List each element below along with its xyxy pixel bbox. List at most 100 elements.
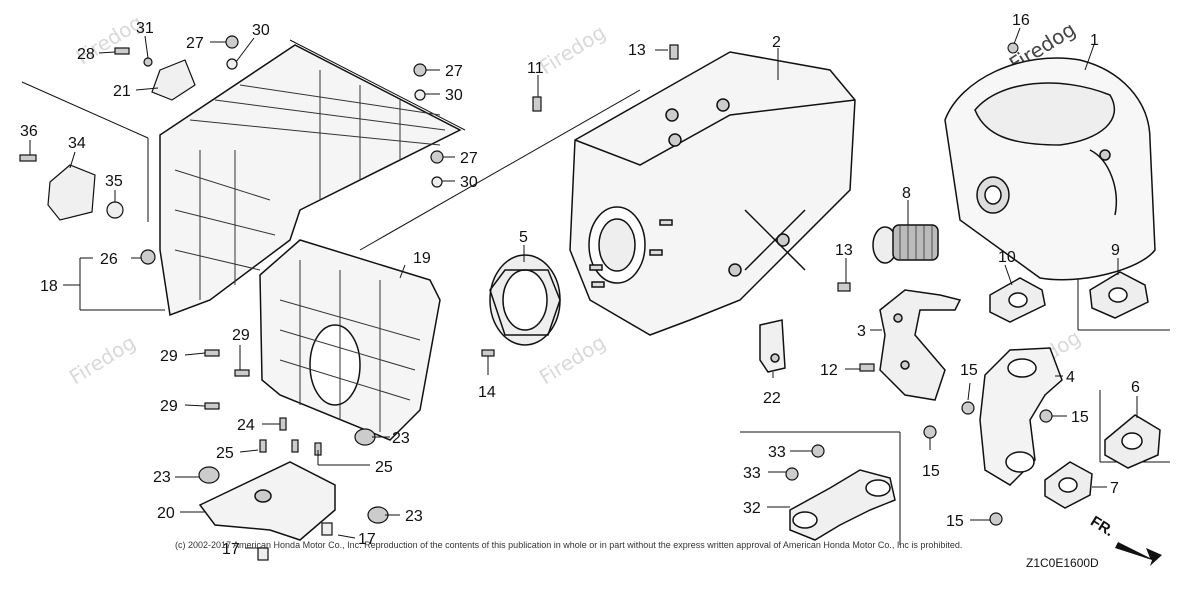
watermark: Firedog (65, 330, 140, 389)
collar-part-17 (257, 547, 269, 561)
watermark: Firedog (535, 330, 610, 389)
callout-27: 27 (186, 35, 204, 52)
washer-part-30 (226, 58, 238, 70)
nut-part-15 (961, 401, 975, 415)
hardware (19, 35, 1053, 561)
bolt-part-28 (114, 47, 130, 55)
callout-25: 25 (216, 445, 234, 462)
callout-29: 29 (232, 327, 250, 344)
callout-15: 15 (1071, 409, 1089, 426)
leader-lines (29, 27, 1138, 549)
bolt-part-36 (19, 154, 37, 162)
diagram-code: Z1C0E1600D (1026, 556, 1099, 570)
callout-27: 27 (445, 63, 463, 80)
callout-11: 11 (527, 60, 544, 77)
grommet-part-35 (106, 201, 124, 219)
nut-part-27 (225, 35, 239, 49)
washer-part-30 (414, 89, 426, 101)
callout-19: 19 (413, 250, 431, 267)
callout-30: 30 (445, 87, 463, 104)
nut-part-15 (1039, 409, 1053, 423)
callout-15: 15 (960, 362, 978, 379)
callout-35: 35 (105, 173, 123, 190)
upper-shroud-part-18 (159, 44, 462, 317)
bolt-part-16 (1007, 42, 1019, 54)
bolt-part-29 (204, 402, 220, 410)
stud-part-25 (291, 439, 299, 453)
callout-5: 5 (519, 229, 528, 246)
stud-part-25 (259, 439, 267, 453)
callout-4: 4 (1066, 369, 1075, 386)
nut-part-15 (923, 425, 937, 439)
callout-7: 7 (1110, 480, 1119, 497)
washer-part-31 (143, 57, 153, 67)
nut-part-33 (785, 467, 799, 481)
plate-part-22 (759, 319, 786, 373)
callout-16: 16 (1012, 12, 1030, 29)
bolt-part-13 (669, 44, 679, 60)
exhaust-pipe-part-4 (979, 347, 1063, 486)
callout-15: 15 (946, 513, 964, 530)
bolt-part-13 (837, 282, 851, 292)
callout-3: 3 (857, 323, 866, 340)
gasket-part-6 (1104, 414, 1161, 469)
callout-8: 8 (902, 185, 911, 202)
callout-15: 15 (922, 463, 940, 480)
bolt-part-11 (532, 96, 542, 112)
bolt-part-24 (279, 417, 287, 431)
bolt-part-14 (481, 349, 495, 357)
callout-13: 13 (628, 42, 646, 59)
callout-23: 23 (392, 430, 410, 447)
callout-1: 1 (1090, 32, 1099, 49)
callout-27: 27 (460, 150, 478, 167)
callout-33: 33 (743, 465, 761, 482)
callout-23: 23 (153, 469, 171, 486)
callouts: 1 16 2 13 11 13 8 5 14 22 3 12 10 9 15 4… (20, 12, 1140, 558)
callout-17: 17 (358, 531, 376, 548)
callout-9: 9 (1111, 242, 1120, 259)
callout-23: 23 (405, 508, 423, 525)
callout-17: 17 (222, 541, 240, 558)
callout-30: 30 (460, 174, 478, 191)
callout-25: 25 (375, 459, 393, 476)
callout-13: 13 (835, 242, 853, 259)
front-arrow-icon (1115, 542, 1162, 566)
gasket-part-9 (1089, 271, 1149, 319)
nut-part-27 (413, 63, 427, 77)
clip-part-34 (47, 164, 96, 221)
bolt-part-29 (234, 369, 250, 377)
muffler-part-1 (944, 57, 1156, 281)
callout-20: 20 (157, 505, 175, 522)
callout-34: 34 (68, 135, 86, 152)
washer-part-30 (431, 176, 443, 188)
collar-part-17 (321, 522, 333, 536)
callout-14: 14 (478, 384, 496, 401)
spark-arrester-part-8 (872, 224, 939, 264)
bracket-part-3 (879, 289, 962, 401)
mount-part-23 (198, 466, 220, 484)
nut-part-27 (430, 150, 444, 164)
bolt-part-29 (204, 349, 220, 357)
callout-22: 22 (763, 390, 781, 407)
muffler-protector-part-2 (569, 51, 856, 336)
callout-12: 12 (820, 362, 838, 379)
nut-part-15 (989, 512, 1003, 526)
nut-part-26 (140, 249, 156, 265)
callout-29: 29 (160, 398, 178, 415)
callout-24: 24 (237, 417, 255, 434)
base-plate-part-20 (198, 461, 336, 541)
callout-26: 26 (100, 251, 118, 268)
callout-10: 10 (998, 249, 1016, 266)
watermark: Firedog (535, 20, 610, 79)
callout-2: 2 (772, 34, 781, 51)
clip-part-21 (151, 59, 196, 101)
callout-21: 21 (113, 83, 131, 100)
gasket-part-10 (989, 277, 1046, 323)
callout-30: 30 (252, 22, 270, 39)
exhaust-outlet-part-5 (489, 254, 561, 346)
callout-31: 31 (136, 20, 154, 37)
callout-29: 29 (160, 348, 178, 365)
callout-32: 32 (743, 500, 761, 517)
callout-28: 28 (77, 46, 95, 63)
